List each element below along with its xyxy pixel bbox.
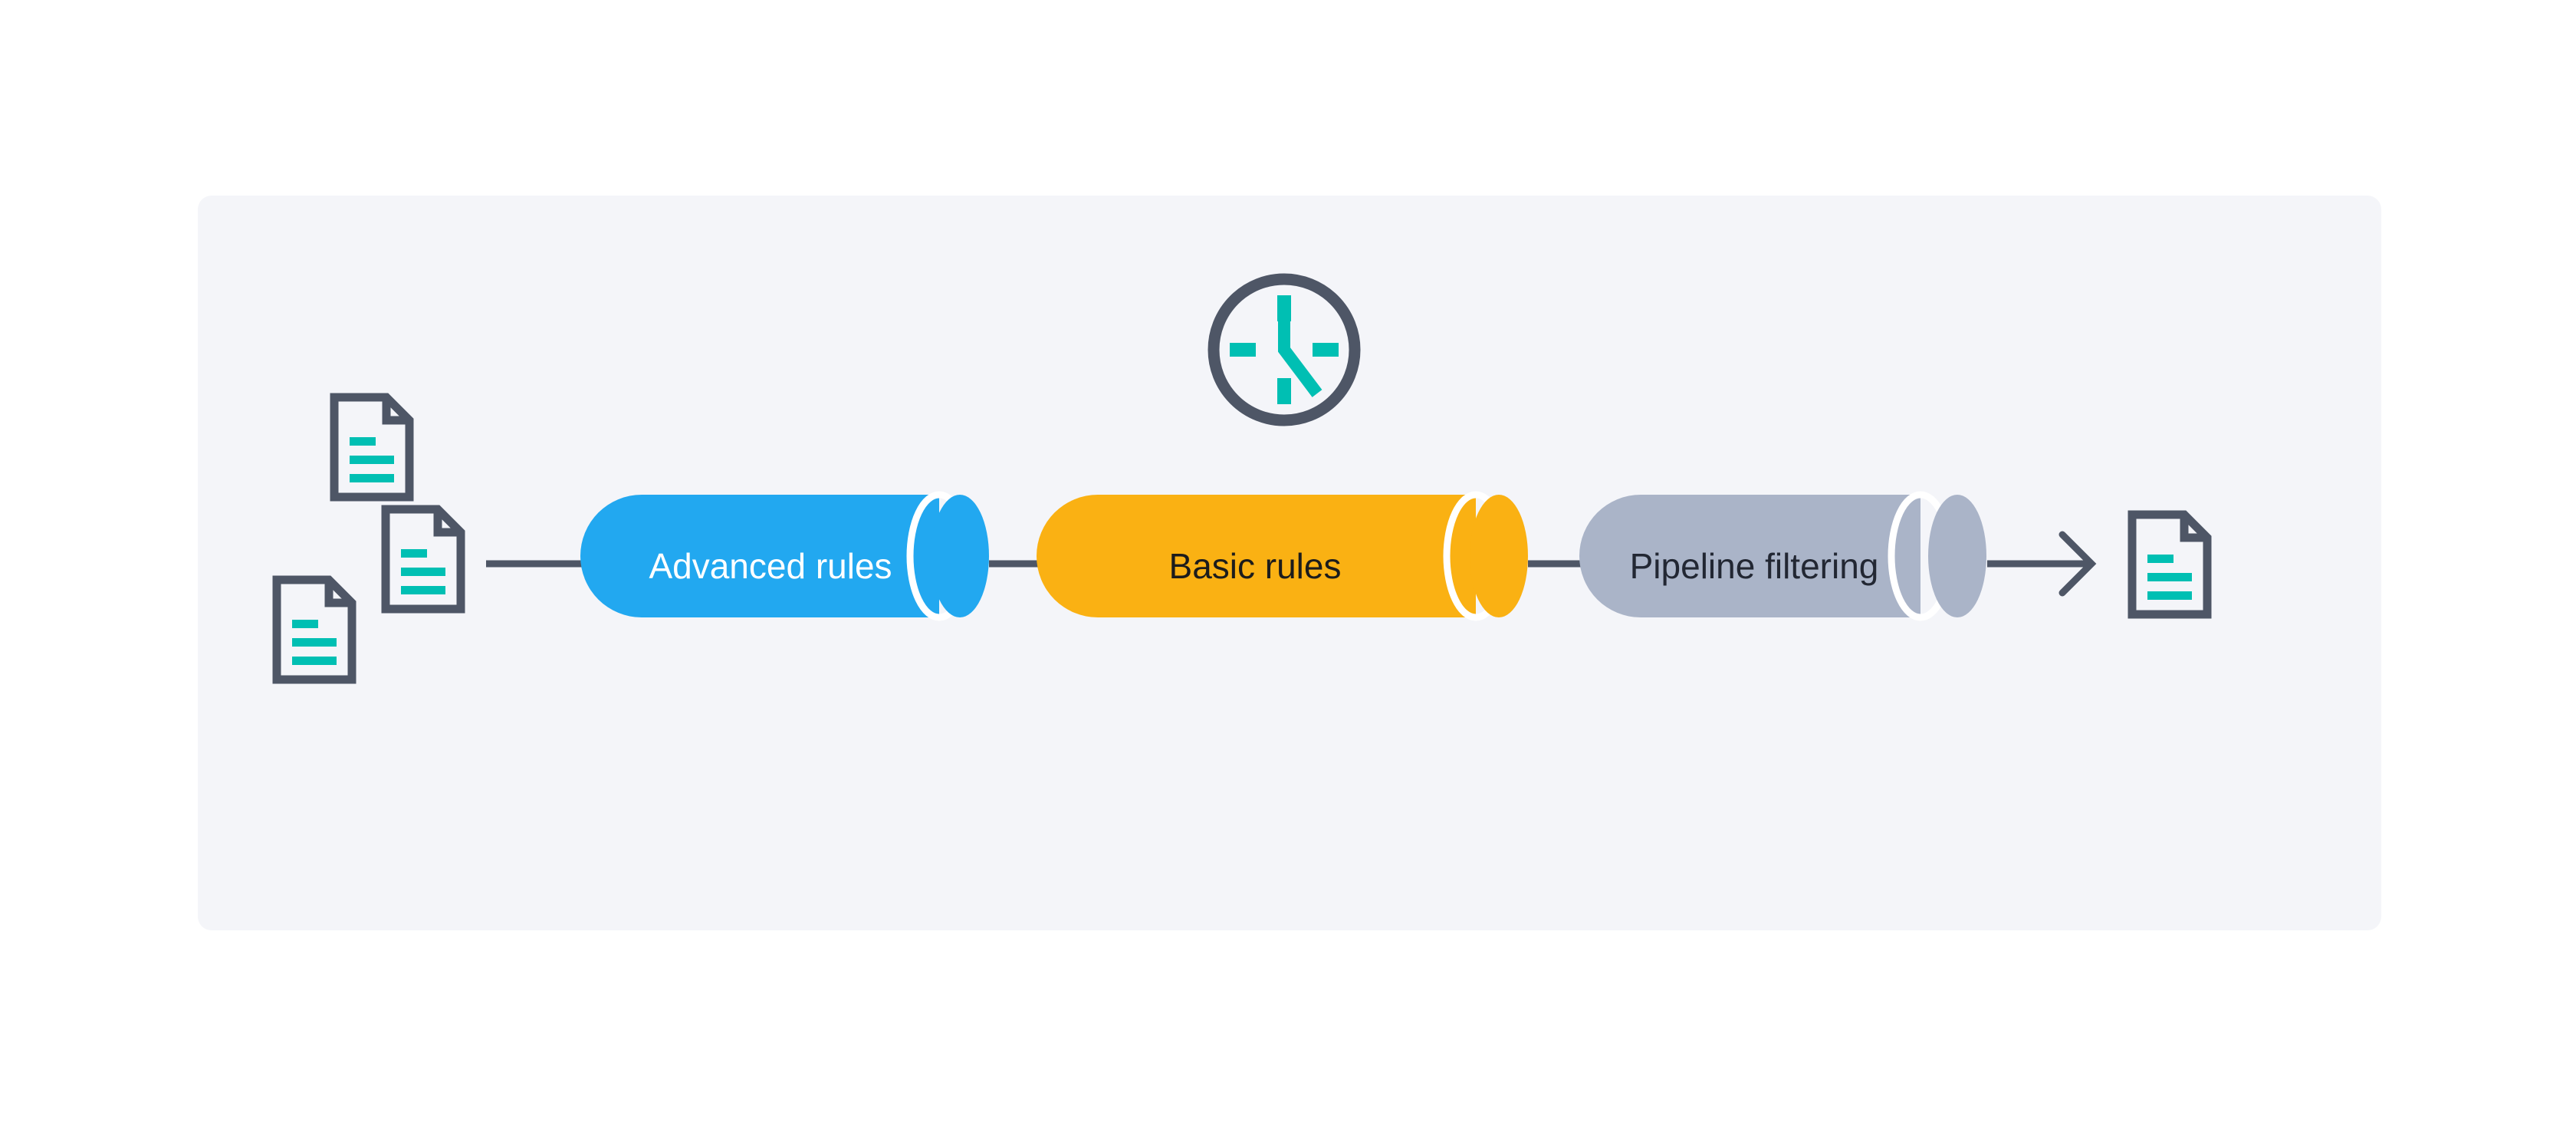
clock-hands	[1278, 311, 1322, 397]
basic-rules-label: Basic rules	[1169, 546, 1342, 586]
pipeline-filtering-cap	[1928, 495, 1986, 617]
output-arrow	[1987, 531, 2097, 597]
advanced-rules-body	[580, 495, 939, 617]
basic-rules-body	[1037, 495, 1476, 617]
pipeline-stage-basic-rules[interactable]: Basic rules	[1037, 491, 1528, 621]
document-icon	[277, 580, 352, 680]
pipeline-filtering-label: Pipeline filtering	[1630, 546, 1879, 586]
clock-icon	[1208, 273, 1361, 426]
pipeline-stage-advanced-rules[interactable]: Advanced rules	[580, 491, 989, 621]
document-icon	[386, 509, 461, 609]
clock-tick-9	[1230, 343, 1256, 357]
advanced-rules-label: Advanced rules	[649, 546, 892, 586]
advanced-rules-cap	[931, 495, 989, 617]
clock-tick-3	[1313, 343, 1339, 357]
document-icon	[334, 397, 409, 497]
arrow-head-icon	[2058, 531, 2097, 597]
document-icon	[2132, 515, 2207, 614]
pipeline-filtering-body	[1579, 495, 1921, 617]
pipeline-stage-pipeline-filtering[interactable]: Pipeline filtering	[1579, 491, 1986, 621]
basic-rules-cap	[1470, 495, 1528, 617]
clock-tick-6	[1277, 378, 1291, 404]
input-documents-group	[277, 397, 461, 680]
